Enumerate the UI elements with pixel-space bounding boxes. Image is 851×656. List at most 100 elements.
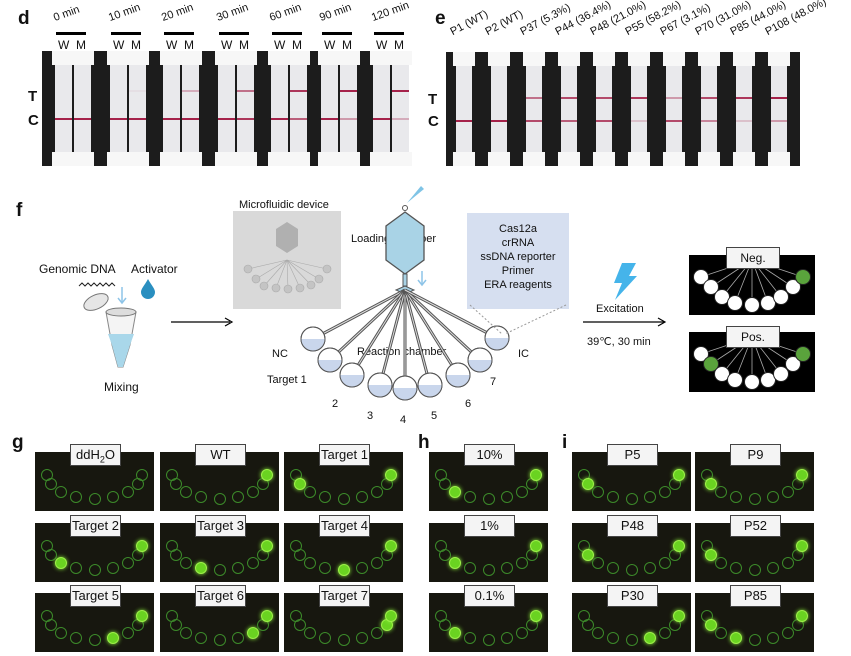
test-strip-W (107, 51, 130, 166)
well (643, 491, 656, 504)
neg-label: Neg. (726, 247, 780, 269)
well (106, 491, 119, 504)
panel-i-letter: i (562, 432, 568, 453)
control-band (321, 118, 338, 120)
well (673, 468, 686, 481)
control-band (491, 120, 507, 122)
control-band (596, 120, 612, 122)
sample-label: P2 (WT) (483, 8, 526, 38)
fluorescence-image-g: WT (160, 444, 279, 511)
well (44, 549, 57, 561)
time-bar (111, 32, 141, 35)
well (766, 562, 779, 575)
well (591, 557, 604, 570)
fluorescence-image-i: P85 (695, 585, 814, 652)
test-strip-M (337, 51, 360, 166)
well (530, 609, 543, 622)
well (607, 632, 620, 645)
well (213, 564, 226, 577)
test-band (290, 90, 307, 92)
well (293, 619, 306, 631)
m-label: M (184, 38, 194, 52)
panel-label: P48 (606, 515, 659, 537)
well (44, 478, 57, 490)
well (748, 634, 761, 647)
fluorescence-image-g: ddH2O (35, 444, 154, 511)
panel-e-letter: e (435, 8, 446, 29)
panel-e-t-label: T (428, 91, 438, 108)
panel-label: Target 2 (69, 515, 122, 537)
strip-cap (71, 152, 94, 166)
panel-label: Target 7 (318, 585, 371, 607)
well (581, 549, 594, 561)
time-label: 0 min (51, 3, 82, 24)
m-label: M (239, 38, 249, 52)
time-label: 60 min (267, 1, 304, 24)
lightning-icon (614, 263, 637, 300)
strip-cap (318, 152, 341, 166)
fluorescence-image-i: P5 (572, 444, 691, 511)
well (782, 627, 795, 640)
well (673, 539, 686, 552)
genomic-dna-label: Genomic DNA (39, 262, 116, 276)
test-strip-W (318, 51, 341, 166)
test-strip (628, 52, 650, 166)
test-band (526, 97, 542, 99)
well (319, 491, 332, 504)
strip-cap (698, 52, 720, 66)
strip-cap (107, 152, 130, 166)
well (293, 478, 306, 490)
well (748, 564, 761, 577)
test-strip-W (268, 51, 291, 166)
panel-label: Target 5 (69, 585, 122, 607)
well (303, 627, 316, 640)
well (643, 632, 656, 645)
strip-cap (370, 51, 393, 65)
well (482, 564, 495, 577)
strip-cap (234, 152, 257, 166)
pipette-tip-icon (407, 186, 424, 203)
well (659, 486, 672, 499)
control-band (163, 118, 180, 120)
strip-cap (215, 51, 238, 65)
time-bar (272, 32, 302, 35)
strip-cap (488, 152, 510, 166)
panel-label: P9 (729, 444, 782, 466)
test-strip-M (287, 51, 310, 166)
well (179, 627, 192, 640)
panel-h-letter: h (418, 432, 430, 453)
strip-cap (215, 152, 238, 166)
panel-label: Target 6 (194, 585, 247, 607)
control-band (340, 118, 357, 120)
panel-e-c-label: C (428, 113, 439, 130)
strip-cap (523, 152, 545, 166)
control-band (55, 118, 72, 120)
well (625, 564, 638, 577)
test-strip (768, 52, 790, 166)
fluorescence-image-g: Target 4 (284, 515, 403, 582)
well (730, 491, 743, 504)
well (766, 491, 779, 504)
well (303, 557, 316, 570)
well (179, 486, 192, 499)
well (782, 557, 795, 570)
excitation-label: Excitation (596, 303, 644, 315)
well (179, 557, 192, 570)
strip-cap (523, 52, 545, 66)
well (464, 491, 477, 504)
well (136, 609, 149, 622)
well (337, 493, 350, 506)
well (516, 627, 529, 640)
control-band (182, 118, 199, 120)
panel-label: P85 (729, 585, 782, 607)
strip-cap (453, 152, 475, 166)
panel-label: Target 3 (194, 515, 247, 537)
fluorescence-image-g: Target 7 (284, 585, 403, 652)
test-band (561, 97, 577, 99)
test-strip (488, 52, 510, 166)
test-band (771, 97, 787, 99)
strip-cap (593, 152, 615, 166)
tube-icon (83, 293, 137, 368)
test-band (392, 90, 409, 92)
